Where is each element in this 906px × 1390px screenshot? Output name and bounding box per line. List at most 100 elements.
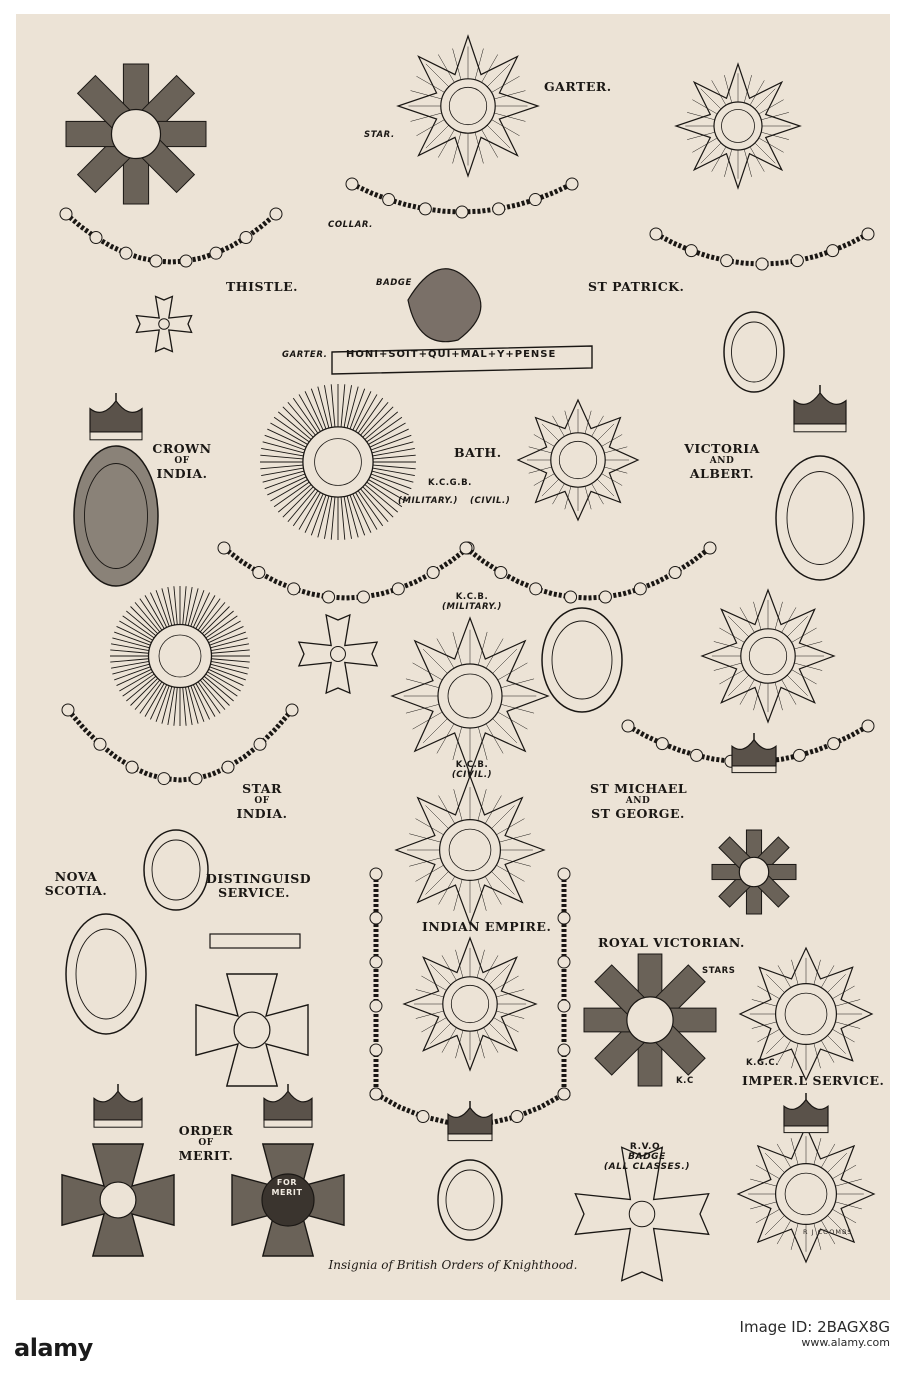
indian-empire-crown: [447, 1106, 493, 1135]
st-michael-crown: [731, 738, 777, 767]
star-of-india-collar-link: [61, 703, 75, 717]
bath-military-star-ray: [355, 492, 378, 530]
indian-empire-chain-right-link: [557, 1043, 571, 1057]
st-michael-collar-link: [621, 719, 635, 733]
star-of-india-star-ray: [119, 620, 153, 641]
star-of-india-star-ray: [110, 661, 150, 669]
star-of-india-star-ray: [144, 595, 165, 629]
st-patrick-collar-link: [684, 244, 698, 258]
for-merit-medallion: [261, 1173, 315, 1227]
star-of-india-star-ray: [210, 663, 248, 675]
label-civil: (CIVIL.): [470, 496, 511, 506]
st-michael-collar-link: [861, 719, 875, 733]
label-nova-scotia: NOVA SCOTIA.: [44, 869, 108, 898]
bath-military-star-ray: [261, 467, 304, 476]
victoria-albert-badge: [775, 455, 865, 581]
label-star: STAR.: [364, 130, 395, 140]
bath-military-star-ray: [304, 493, 324, 533]
bath-military-star-ray: [287, 401, 316, 436]
crown-of-india-crown: [89, 399, 143, 433]
label-bath: BATH.: [454, 445, 502, 460]
star-of-india-star-ray: [134, 602, 161, 633]
bath-military-star-ray: [357, 490, 384, 527]
star-medallion-inner: [558, 440, 598, 480]
star-of-india-star-ray: [173, 687, 178, 726]
bath-military-star-ray: [298, 394, 321, 432]
bath-military-collar-link: [391, 582, 405, 596]
dso-bar: [209, 933, 301, 949]
bath-military-star-ray: [360, 488, 389, 523]
bath-military-star-ray: [310, 494, 327, 536]
crown-of-india-badge: [73, 445, 159, 587]
site-url: www.alamy.com: [801, 1336, 890, 1349]
st-michael-badge-center: [738, 856, 770, 888]
star-of-india-collar-link: [189, 772, 203, 786]
star-of-india-star-ray: [197, 598, 221, 631]
star-of-india-star-ray: [112, 663, 150, 675]
star-medallion: [713, 101, 763, 151]
bath-military-star-ray: [324, 496, 333, 539]
bath-civil-collar-link: [703, 541, 717, 555]
bath-civil-collar-link: [564, 590, 578, 604]
bath-military-star-ray: [287, 488, 316, 523]
star-medallion-inner: [784, 992, 828, 1036]
bath-military-collar-link: [217, 541, 231, 555]
st-george-badge: [407, 268, 482, 343]
order-of-merit-cross-1-center: [99, 1181, 137, 1219]
bath-military-star-ray: [366, 481, 403, 508]
star-medallion-inner: [447, 673, 493, 719]
star-of-india-star-ray: [150, 592, 168, 628]
star-of-india-collar-link: [157, 772, 171, 786]
star-of-india-star-ray: [161, 588, 173, 626]
victoria-albert-badge-inner: [786, 471, 854, 565]
indian-empire-chain-left-link: [369, 867, 383, 881]
bath-military-star-ray: [282, 486, 314, 518]
order-of-merit-crown-2: [263, 1090, 313, 1121]
bath-military-star-ray: [372, 467, 415, 476]
image-id-block: Image ID: 2BAGX8G www.alamy.com: [740, 1320, 890, 1350]
bath-military-star-ray: [267, 428, 307, 448]
garter-collar-link: [455, 205, 469, 219]
star-medallion-inner: [448, 86, 488, 126]
star-of-india-star-ray: [126, 675, 157, 702]
label-star-of-india: STAR OF INDIA.: [236, 781, 288, 821]
bath-military-star-inner: [314, 438, 362, 486]
star-medallion-inner: [450, 984, 490, 1024]
bath-military-star-ray: [324, 385, 333, 428]
bath-military-star-ray: [264, 434, 306, 451]
bath-military-star-ray: [260, 464, 304, 470]
nova-scotia-badge: [65, 913, 147, 1035]
bath-civil-collar-link: [529, 582, 543, 596]
bath-military-star-ray: [349, 494, 366, 536]
indian-empire-chain-bottom-link: [416, 1110, 430, 1123]
star-of-india-star-ray: [205, 615, 238, 639]
bath-military-star-ray: [355, 394, 378, 432]
label-garter: GARTER.: [544, 79, 612, 94]
st-michael-collar-link: [792, 748, 806, 762]
indian-empire-chain-bottom-link: [557, 1087, 571, 1101]
indian-empire-badge-inner: [445, 1169, 495, 1231]
star-of-india-star-ray: [134, 679, 161, 710]
st-michael-crown-band: [731, 765, 777, 774]
bath-military-star-ray: [346, 386, 359, 429]
garter-collar-link: [492, 202, 506, 216]
star-of-india-star-ray: [195, 683, 216, 717]
bath-military-star-ray: [317, 386, 330, 429]
indian-empire-chain-bottom: [374, 1091, 566, 1127]
star-of-india-star-ray: [112, 637, 150, 649]
bath-military-star-ray: [310, 388, 327, 430]
bath-civil-collar-link: [598, 590, 612, 604]
st-michael-collar-link: [655, 737, 669, 751]
bath-military-star-ray: [368, 422, 406, 445]
thistle-star-center: [110, 108, 162, 160]
bath-military-star-ray: [330, 496, 336, 540]
star-of-india-star-ray: [155, 685, 170, 722]
star-medallion: [550, 432, 606, 488]
st-patrick-collar-link: [720, 254, 734, 268]
bath-military-star-ray: [277, 484, 312, 513]
star-medallion-inner: [784, 1172, 828, 1216]
star-medallion: [442, 976, 498, 1032]
thistle-collar-link: [119, 246, 133, 260]
star-medallion-inner: [721, 109, 755, 143]
bath-military-collar-link: [322, 590, 336, 604]
